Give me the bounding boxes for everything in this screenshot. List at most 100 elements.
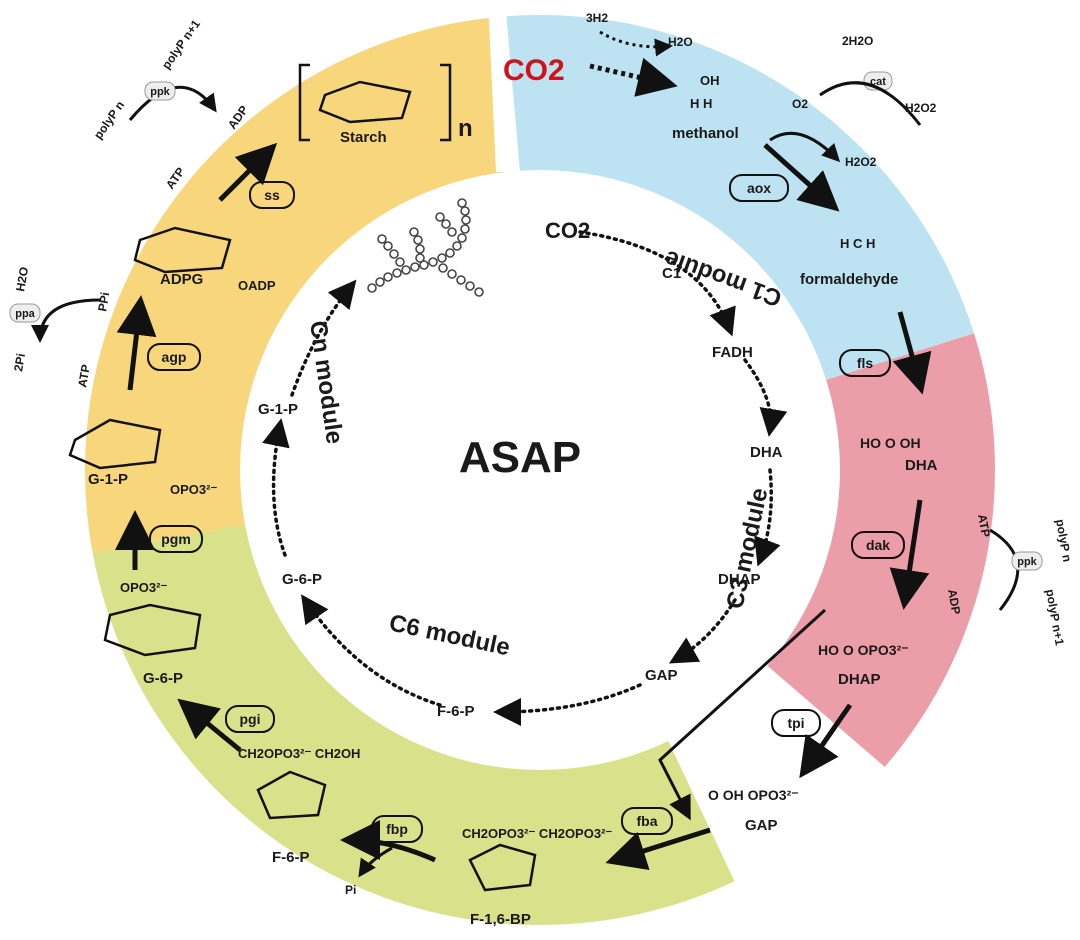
f6p-ring xyxy=(256,770,327,820)
f16bp-ring xyxy=(468,843,537,892)
fls-enzyme-label: fls xyxy=(857,355,874,371)
inner-c1-label: C1 xyxy=(662,265,681,282)
cn-ppk-arc xyxy=(128,85,217,121)
cn-ppi-label: PPi xyxy=(95,291,112,312)
ss-arrow xyxy=(218,142,278,202)
fbp-arrow xyxy=(340,820,437,863)
ppa-enzyme-label: ppa xyxy=(15,308,35,320)
starch-branch-icon xyxy=(367,198,484,297)
c3-dha-label: DHA xyxy=(905,457,938,474)
tpi-arrow xyxy=(799,703,853,779)
dha-structure: HO O OH xyxy=(860,435,921,451)
fba-enzyme-badge xyxy=(621,807,673,835)
c1-formaldehyde-label: formaldehyde xyxy=(800,271,898,288)
cn-adpg-label: ADPG xyxy=(160,271,203,288)
arrow-dhap-gap xyxy=(668,598,737,664)
c1-o2-arrow xyxy=(769,131,841,163)
c1-h2o2-label: H2O2 xyxy=(845,155,877,169)
cn-h2o-label: H2O xyxy=(13,266,31,293)
arrow-gap-f6p xyxy=(493,683,642,726)
c3-dhap-label: DHAP xyxy=(838,671,881,688)
dhap-structure: HO O OPO3²⁻ xyxy=(818,642,909,658)
inner-dha-label: DHA xyxy=(750,444,783,461)
dak-enzyme-badge xyxy=(851,531,905,559)
c3-ppk-label: ppk xyxy=(1017,556,1037,568)
dhap-to-fba-arrow xyxy=(658,608,827,821)
arrow-fadh-dha xyxy=(743,358,788,437)
dak-enzyme-label: dak xyxy=(866,537,890,553)
c6-f16bp-label: F-1,6-BP xyxy=(470,911,531,928)
gap-structure: O OH OPO3²⁻ xyxy=(708,787,799,803)
g1p-ring xyxy=(68,418,162,470)
pgi-enzyme-badge xyxy=(225,705,275,733)
watermark-text: 差评 xyxy=(984,872,1056,912)
g6p-ring xyxy=(103,603,202,657)
c1-methanol-label: methanol xyxy=(672,125,739,142)
fls-arrow xyxy=(892,311,932,395)
ss-enzyme-label: ss xyxy=(264,187,280,203)
aox-enzyme-badge xyxy=(729,174,789,202)
pgi-enzyme-label: pgi xyxy=(240,711,261,727)
inner-f6p-label: F-6-P xyxy=(437,703,475,720)
starch-bracket-right xyxy=(440,63,452,142)
cn-2pi-label: 2Pi xyxy=(11,352,28,372)
c3-adp-label: ADP xyxy=(945,588,963,615)
cn-ppk-badge xyxy=(144,81,176,101)
agp-enzyme-label: agp xyxy=(162,349,187,365)
fbp-pi-arrow xyxy=(358,846,393,878)
arrow-f6p-g6p xyxy=(301,594,442,707)
c3-gap-label: GAP xyxy=(745,817,778,834)
cn-starch-label: Starch xyxy=(340,129,387,146)
arrow-dha-dhap xyxy=(754,468,781,567)
c1-h2-label: 3H2 xyxy=(586,11,608,25)
pgi-arrow xyxy=(177,698,242,752)
starch-bracket-left xyxy=(298,63,310,142)
pgm-enzyme-badge xyxy=(149,525,203,553)
starch-ring xyxy=(318,80,412,124)
inner-gap-label: GAP xyxy=(645,667,678,684)
inner-g6p-label: G-6-P xyxy=(282,571,322,588)
ppa-enzyme-badge xyxy=(9,303,41,323)
arrow-g6p-g1p xyxy=(262,418,290,557)
c1-2h2o-label: 2H2O xyxy=(842,34,873,48)
cn-oadp-label: OADP xyxy=(238,278,276,293)
arrow-g1p-starch xyxy=(290,279,357,397)
sector-gap xyxy=(488,0,520,172)
inner-g1p-label: G-1-P xyxy=(258,401,298,418)
fba-arrow xyxy=(605,827,711,871)
pathway-title: ASAP xyxy=(459,433,581,482)
c1-co2-arrow xyxy=(589,57,678,97)
inner-fadh-label: FADH xyxy=(712,344,753,361)
aox-enzyme-label: aox xyxy=(747,180,771,196)
c3-atp-label: ATP xyxy=(975,513,993,538)
c1-co2-red-label: CO2 xyxy=(503,54,565,87)
adpg-ring xyxy=(133,226,232,274)
fba-enzyme-label: fba xyxy=(637,813,658,829)
agp-arrow xyxy=(116,295,157,391)
c6-g6p-label: G-6-P xyxy=(143,670,183,687)
c1-aox-arrow xyxy=(763,143,840,212)
dak-arrow xyxy=(889,499,930,610)
c1-h2o2-b-label: H2O2 xyxy=(905,101,937,115)
fbp-enzyme-label: fbp xyxy=(386,821,408,837)
inner-white-disc xyxy=(240,170,840,770)
f6p-structure: CH2OPO3²⁻ CH2OH xyxy=(238,746,360,761)
cn-n-label: n xyxy=(458,115,473,142)
methanol-structure: OH xyxy=(700,73,720,88)
cn-ppk-label: ppk xyxy=(150,86,170,98)
cn-atp-label: ATP xyxy=(75,363,93,388)
methanol-h-atoms: H H xyxy=(690,96,712,111)
tpi-enzyme-label: tpi xyxy=(787,715,804,731)
fls-enzyme-badge xyxy=(839,349,891,377)
g1p-opo3-structure: OPO3²⁻ xyxy=(170,482,217,497)
formaldehyde-structure: H C H xyxy=(840,236,875,251)
pgm-enzyme-label: pgm xyxy=(161,531,191,547)
ppa-arc xyxy=(31,298,101,343)
c3-ppk-badge xyxy=(1011,551,1043,571)
c1-h2o-label: H2O xyxy=(668,35,693,49)
agp-enzyme-badge xyxy=(147,343,201,371)
c1-o2-label: O2 xyxy=(792,97,808,111)
c6-pi-label: Pi xyxy=(345,883,356,897)
tpi-enzyme-badge xyxy=(771,709,821,737)
